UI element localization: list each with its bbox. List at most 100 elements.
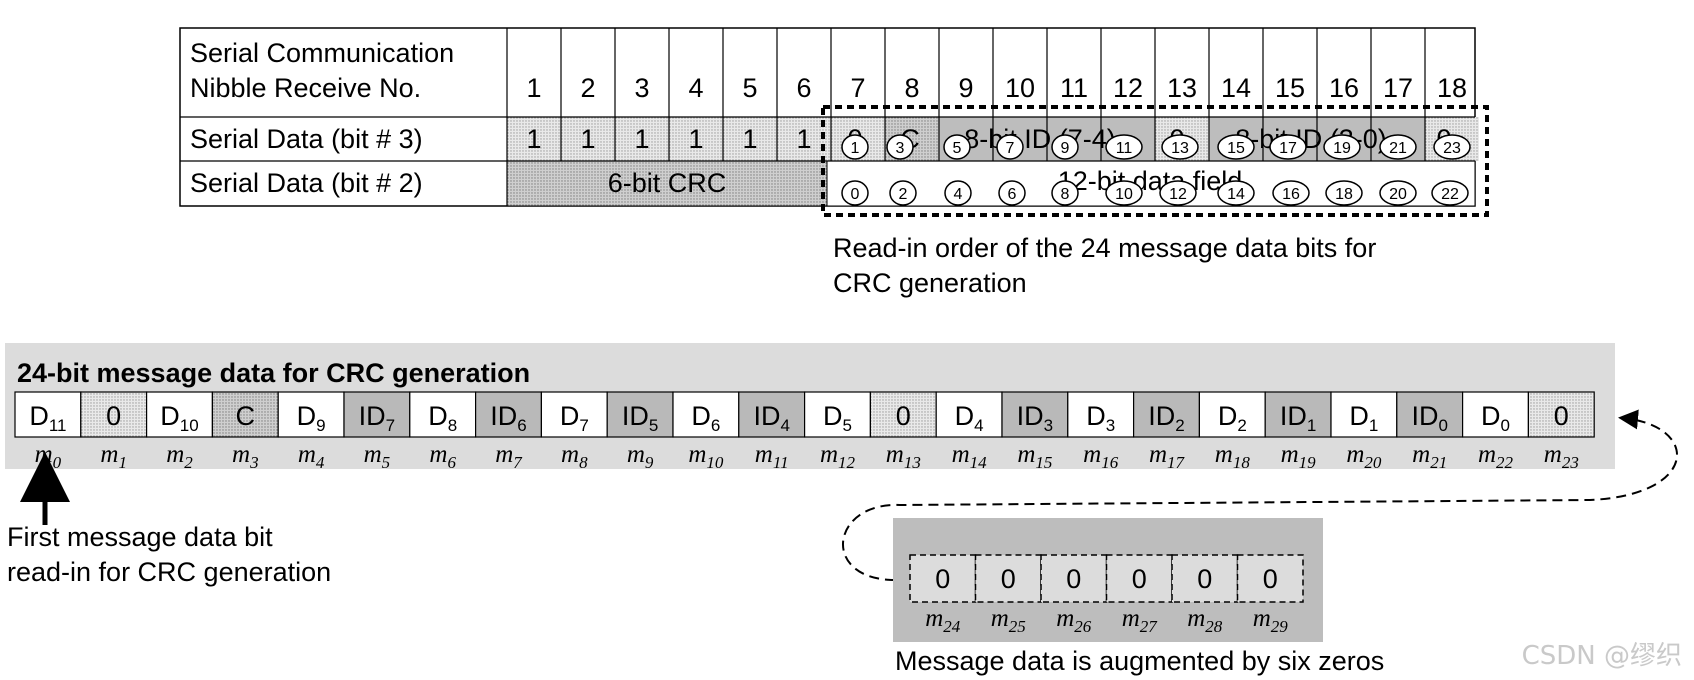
svg-text:0: 0 <box>896 401 911 431</box>
header-label-line1: Serial Communication <box>190 38 454 68</box>
bit3-cell-1 <box>507 117 561 161</box>
augment-connector <box>841 409 1678 581</box>
message-index-m6: m6 <box>429 441 456 472</box>
message-index-m10: m10 <box>688 441 724 472</box>
column-header-14: 14 <box>1221 73 1251 103</box>
message-cell-m9: ID5 <box>606 391 674 438</box>
column-header-13: 13 <box>1167 73 1197 103</box>
message-title: 24-bit message data for CRC generation <box>17 358 530 388</box>
svg-text:23: 23 <box>1443 140 1461 157</box>
message-index-m13: m13 <box>886 441 921 472</box>
message-index-m9: m9 <box>627 441 654 472</box>
data-field-label: 12-bit data field <box>1058 166 1243 196</box>
svg-text:m27: m27 <box>1122 605 1159 636</box>
message-index-m22: m22 <box>1478 441 1514 472</box>
message-index-m3: m3 <box>232 441 259 472</box>
svg-text:D6: D6 <box>691 401 720 435</box>
column-header-2: 2 <box>580 73 595 103</box>
column-header-16: 16 <box>1329 73 1359 103</box>
read-order-oval-2: 2 <box>889 180 917 206</box>
message-index-m19: m19 <box>1281 441 1317 472</box>
column-header-10: 10 <box>1005 73 1035 103</box>
read-order-oval-4: 4 <box>944 180 972 206</box>
svg-text:D8: D8 <box>428 401 457 435</box>
message-cell-m13: 0 <box>869 391 937 438</box>
message-index-m18: m18 <box>1215 441 1251 472</box>
column-header-7: 7 <box>850 73 865 103</box>
message-cell-m1: 0 <box>80 391 148 438</box>
svg-text:1: 1 <box>851 140 860 157</box>
svg-text:20: 20 <box>1389 186 1407 203</box>
read-order-oval-3: 3 <box>886 134 914 160</box>
row-label-bit3: Serial Data (bit # 3) <box>190 124 423 154</box>
svg-text:D10: D10 <box>160 401 198 435</box>
message-index-m8: m8 <box>561 441 588 472</box>
message-index-m1: m1 <box>100 441 127 472</box>
message-index-m11: m11 <box>755 441 789 472</box>
field-id-low: 8-bit ID (3-0) <box>1235 124 1387 154</box>
message-index-m20: m20 <box>1346 441 1382 472</box>
svg-text:0: 0 <box>1554 401 1569 431</box>
message-cell-m20: D1 <box>1330 391 1398 438</box>
svg-text:ID0: ID0 <box>1411 401 1447 435</box>
bit3-value: 1 <box>580 124 595 154</box>
read-order-oval-16: 16 <box>1272 180 1310 206</box>
bit3-value: 1 <box>634 124 649 154</box>
svg-text:0: 0 <box>851 186 860 203</box>
data-field-fill <box>826 160 1476 207</box>
message-cell-m14: D4 <box>935 391 1003 438</box>
svg-text:15: 15 <box>1227 140 1245 157</box>
svg-text:D7: D7 <box>560 401 589 435</box>
column-header-12: 12 <box>1113 73 1143 103</box>
read-order-oval-11: 11 <box>1105 134 1143 160</box>
read-order-caption-line2: CRC generation <box>833 268 1027 298</box>
message-panel: 24-bit message data for CRC generation D… <box>5 343 1615 472</box>
svg-text:ID6: ID6 <box>490 401 526 435</box>
read-order-oval-23: 23 <box>1433 134 1471 160</box>
message-cell-m11: ID4 <box>738 391 806 438</box>
svg-text:9: 9 <box>1061 140 1070 157</box>
message-index-m14: m14 <box>952 441 988 472</box>
svg-text:0: 0 <box>935 564 950 594</box>
column-header-15: 15 <box>1275 73 1305 103</box>
message-cell-m0: D11 <box>14 391 82 438</box>
augment-caption: Message data is augmented by six zeros <box>895 646 1384 676</box>
message-cell-m7: ID6 <box>475 391 543 438</box>
svg-text:m29: m29 <box>1253 605 1289 636</box>
svg-text:21: 21 <box>1389 140 1407 157</box>
svg-text:10: 10 <box>1115 186 1133 203</box>
svg-text:ID7: ID7 <box>359 401 395 435</box>
svg-text:m24: m24 <box>925 605 961 636</box>
message-index-m16: m16 <box>1083 441 1119 472</box>
svg-text:5: 5 <box>953 140 962 157</box>
read-order-oval-6: 6 <box>998 180 1026 206</box>
svg-text:0: 0 <box>1197 564 1212 594</box>
column-lines <box>560 28 1426 161</box>
read-order-oval-22: 22 <box>1431 180 1469 206</box>
svg-text:12: 12 <box>1169 186 1187 203</box>
message-cell-m22: D0 <box>1461 391 1529 438</box>
message-index-m23: m23 <box>1544 441 1579 472</box>
svg-text:0: 0 <box>1001 564 1016 594</box>
message-cell-m8: D7 <box>540 391 608 438</box>
svg-text:22: 22 <box>1441 186 1459 203</box>
svg-text:ID4: ID4 <box>753 401 789 435</box>
svg-text:m25: m25 <box>991 605 1026 636</box>
svg-text:D9: D9 <box>297 401 326 435</box>
message-index-m2: m2 <box>166 441 193 472</box>
crc-field-fill <box>506 160 828 207</box>
read-order-oval-12: 12 <box>1159 180 1197 206</box>
read-order-oval-21: 21 <box>1379 134 1417 160</box>
svg-text:3: 3 <box>896 140 905 157</box>
svg-text:19: 19 <box>1333 140 1351 157</box>
svg-text:m28: m28 <box>1187 605 1223 636</box>
message-index-m12: m12 <box>820 441 856 472</box>
